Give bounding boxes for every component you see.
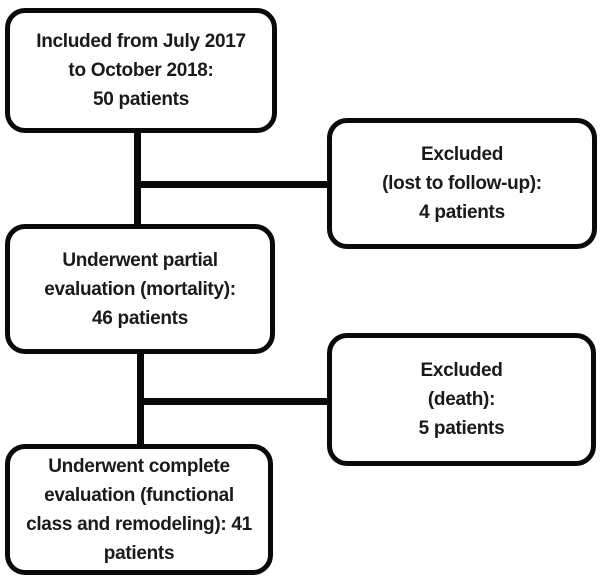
flowbox-text-line: (death):: [427, 389, 496, 410]
flowbox-included: Included from July 2017 to October 2018:…: [5, 8, 277, 133]
flowbox-text-line: evaluation (mortality):: [44, 278, 236, 300]
flowbox-text-line: class and remodeling): 41: [26, 513, 252, 535]
flowbox-text-line: to October 2018:: [68, 60, 214, 81]
connector-included-to-partial: [134, 130, 141, 227]
flowbox-text-line: Included from July 2017: [36, 31, 246, 52]
flowbox-text-line: Underwent complete: [48, 455, 230, 477]
flowbox-text-line: 4 patients: [419, 202, 505, 223]
flowbox-text-line: 50 patients: [93, 89, 189, 110]
connector-branch-excluded-death: [140, 398, 330, 405]
flowbox-text-line: Underwent partial: [62, 249, 218, 271]
flowbox-text-line: (lost to follow-up):: [382, 173, 542, 194]
flowbox-text-line: evaluation (functional: [44, 484, 234, 506]
flowbox-excluded-followup: Excluded (lost to follow-up): 4 patients: [327, 118, 597, 249]
connector-branch-excluded-followup: [137, 181, 330, 188]
flowbox-text-line: Excluded: [420, 144, 504, 165]
flowbox-partial-evaluation: Underwent partial evaluation (mortality)…: [5, 224, 275, 354]
flowbox-text-line: 46 patients: [92, 307, 188, 329]
flowbox-text-line: patients: [103, 542, 175, 564]
flowbox-text-line: Excluded: [420, 360, 503, 381]
flowbox-complete-evaluation: Underwent complete evaluation (functiona…: [5, 444, 273, 575]
flowbox-excluded-death: Excluded (death): 5 patients: [327, 333, 596, 466]
flowbox-text-line: 5 patients: [418, 418, 505, 439]
